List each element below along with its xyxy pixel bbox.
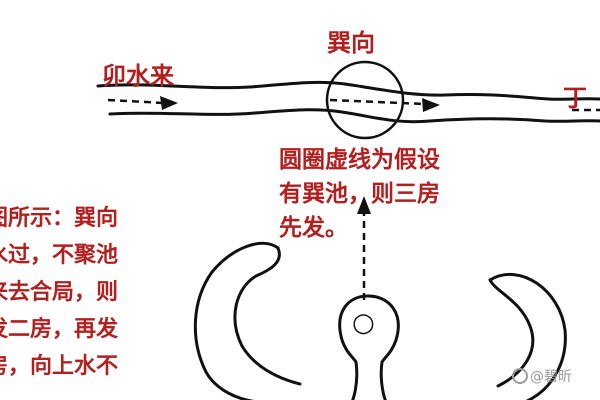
watermark: @碧昕 xyxy=(512,366,572,386)
watermark-text: @碧昕 xyxy=(530,369,572,385)
side-line: 房，向上水不 xyxy=(0,354,119,379)
flow-arrow-middle xyxy=(329,98,426,106)
hypothetical-pool-circle xyxy=(325,60,405,140)
side-line: 发二房，再发 xyxy=(0,317,119,342)
river-lower-bank xyxy=(108,108,600,124)
side-line: 图所示：巽向 xyxy=(0,206,119,231)
flow-arrowhead-middle xyxy=(422,98,440,112)
incoming-water-label: 卯水来 xyxy=(102,62,174,90)
side-explanation: 图所示：巽向 水过，不聚池 来去合局，则 发二房，再发 房，向上水不 xyxy=(0,200,118,385)
house-symbol: ○ xyxy=(352,308,375,338)
note-line: 圆圈虚线为假设 xyxy=(279,147,440,173)
river-upper-bank xyxy=(96,80,600,101)
hypothesis-note: 圆圈虚线为假设 有巽池，则三房 先发。 xyxy=(279,143,440,245)
left-armrest-hill xyxy=(193,241,302,400)
note-line: 有巽池，则三房 xyxy=(279,181,440,207)
outgoing-water-label: 丁 xyxy=(563,84,587,112)
flow-arrowhead-left xyxy=(160,96,178,110)
side-line: 来去合局，则 xyxy=(0,280,119,305)
xun-direction-label: 巽向 xyxy=(327,29,375,57)
watermark-icon xyxy=(512,368,528,384)
flow-arrow-left xyxy=(107,98,165,105)
side-line: 水过，不聚池 xyxy=(0,243,119,268)
house-mound xyxy=(338,294,400,400)
note-line: 先发。 xyxy=(279,215,348,241)
direction-arrowhead-up xyxy=(357,196,371,214)
